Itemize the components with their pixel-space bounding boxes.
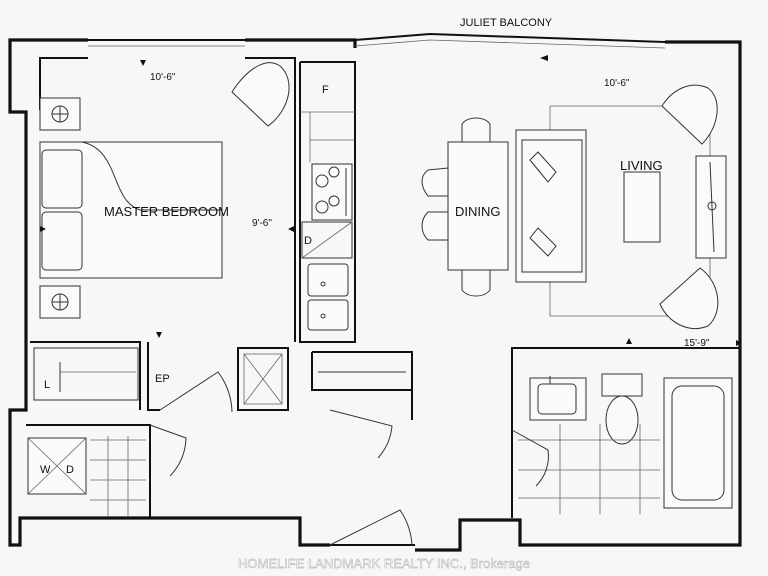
dimension-markers <box>40 55 742 346</box>
coffee-table <box>623 171 661 243</box>
coat-closet <box>311 351 413 391</box>
label-fridge: F <box>322 84 329 96</box>
laundry-door <box>149 424 187 477</box>
dim-living-width: 10'-6" <box>604 78 630 89</box>
entry-door <box>329 509 413 546</box>
arrow-icon <box>736 340 742 346</box>
pillow <box>41 211 83 271</box>
sink <box>307 299 349 331</box>
dim-bedroom-length: 9'-6" <box>252 218 272 229</box>
label-electrical-panel: EP <box>155 373 170 385</box>
pillow <box>41 149 83 209</box>
toilet <box>605 395 639 445</box>
bathroom-floor-tiles <box>518 424 660 514</box>
dim-bedroom-width: 10'-6" <box>150 72 176 83</box>
toilet-tank <box>601 373 643 397</box>
chair <box>421 167 449 197</box>
chair <box>461 117 491 143</box>
balcony-window <box>354 32 666 43</box>
doors <box>329 409 413 546</box>
armchair <box>661 84 718 145</box>
chair <box>421 211 449 241</box>
tv-console <box>695 155 727 259</box>
sink <box>307 263 349 297</box>
exterior-walls <box>8 32 742 552</box>
label-dryer: D <box>66 464 74 476</box>
kitchen-wall <box>299 61 356 343</box>
label-dining: DINING <box>455 204 501 219</box>
label-dishwasher: D <box>304 235 312 247</box>
label-washer: W <box>40 464 51 476</box>
laundry-floor-tiles <box>90 436 146 516</box>
label-linen: L <box>44 379 50 391</box>
living: LIVING <box>515 84 727 330</box>
watermark-brokerage: HOMELIFE LANDMARK REALTY INC., Brokerage <box>238 556 530 571</box>
armchair <box>659 267 719 330</box>
bedroom-door <box>159 371 233 413</box>
label-living: LIVING <box>620 158 663 173</box>
mechanical-shaft <box>237 347 289 411</box>
sofa <box>515 129 587 283</box>
bathroom <box>511 373 733 514</box>
wall-north-mid <box>245 38 357 48</box>
bathtub <box>663 377 733 509</box>
arrow-icon <box>288 226 294 232</box>
closet-door <box>329 409 393 459</box>
dining: DINING <box>421 117 509 297</box>
master-bedroom: MASTER BEDROOM L EP <box>33 62 290 413</box>
bathroom-sink <box>537 383 577 415</box>
interior-walls <box>26 57 740 518</box>
wall-west <box>8 38 330 547</box>
bathroom-wall <box>511 347 740 518</box>
linen-closet <box>33 347 139 401</box>
label-master-bedroom: MASTER BEDROOM <box>104 204 229 219</box>
arrow-icon <box>140 60 146 66</box>
laundry: W D <box>27 424 187 516</box>
arrow-icon <box>540 55 548 61</box>
arrow-icon <box>626 338 632 344</box>
label-juliet-balcony: JULIET BALCONY <box>460 17 553 29</box>
armchair <box>231 62 290 127</box>
dining-table <box>447 141 509 271</box>
dishwasher <box>301 221 353 259</box>
bathroom-door <box>511 429 549 487</box>
wall-east <box>415 40 742 552</box>
kitchen: F D <box>300 84 355 331</box>
arrow-icon <box>40 226 46 232</box>
stove <box>311 163 353 221</box>
chair <box>461 269 491 297</box>
arrow-icon <box>156 332 162 338</box>
dim-living-length: 15'-9" <box>684 338 710 349</box>
